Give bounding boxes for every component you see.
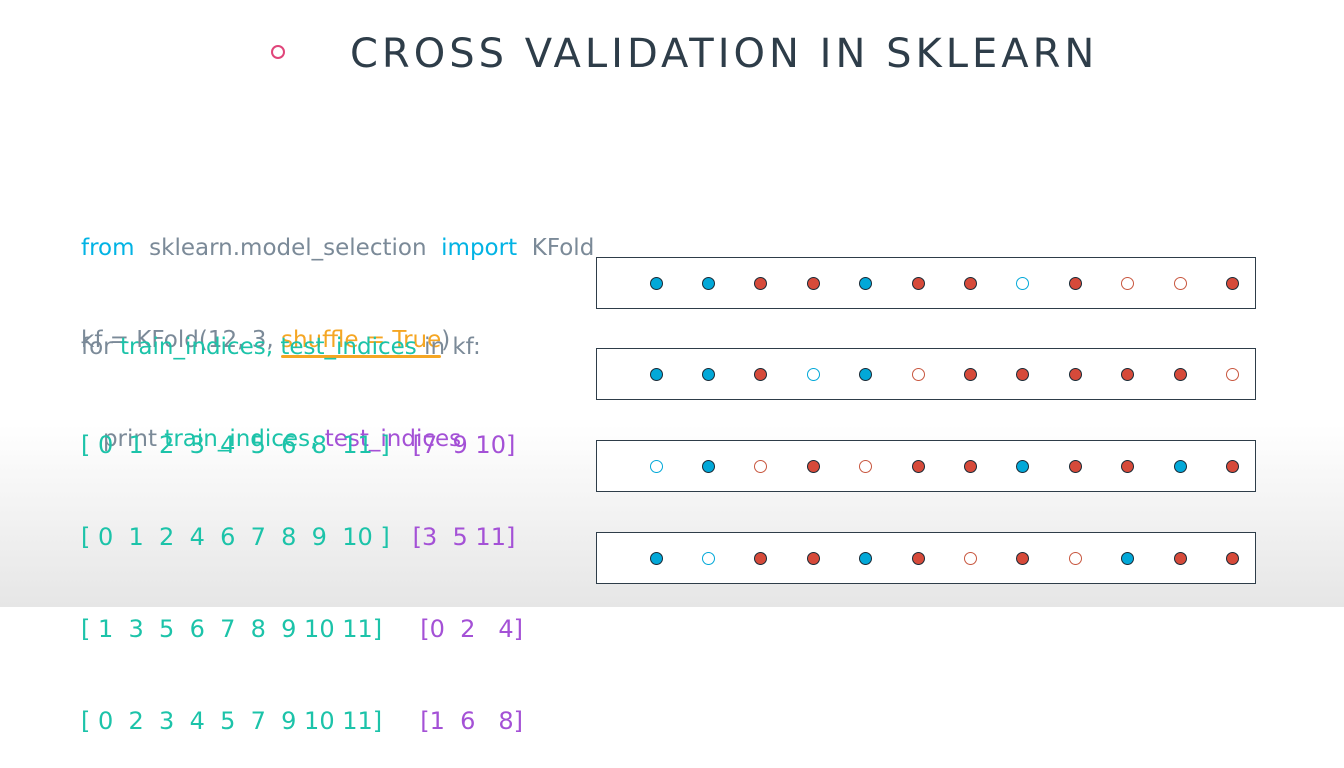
train-point [911,460,925,473]
fold-row [596,440,1256,492]
output-line: [ 1 3 5 6 7 8 9 10 11] [0 2 4] [81,614,523,646]
output-test-indices: [1 6 8] [420,707,523,735]
train-point [701,277,715,290]
test-point [1016,277,1030,290]
code-block-output: [ 0 1 2 3 4 5 6 8 11 ] [7 9 10] [ 0 1 2 … [81,370,523,768]
code-for-train: train_indices, [119,334,274,360]
train-point [701,460,715,473]
test-point [1173,277,1187,290]
train-point [1016,368,1030,381]
train-point [1016,460,1030,473]
code-import-name: KFold [531,235,595,261]
output-train-indices: [ 0 1 2 4 6 7 8 9 10 ] [81,523,390,551]
fold-row [596,257,1256,309]
title-bullet-icon [271,45,285,59]
train-point [859,368,873,381]
train-point [963,368,977,381]
code-for-keyword: for [81,334,113,360]
output-test-indices: [0 2 4] [420,615,523,643]
test-point [859,460,873,473]
test-point [1068,552,1082,565]
code-line-for: for train_indices, test_indices in kf: [81,332,481,364]
output-line: [ 0 2 3 4 5 7 9 10 11] [1 6 8] [81,706,523,738]
train-point [1068,277,1082,290]
code-for-test: test_indices [280,334,417,360]
test-point [963,552,977,565]
test-point [1225,368,1239,381]
code-print-keyword: print [102,426,157,452]
output-test-indices: [3 5 11] [412,523,516,551]
train-point [1068,460,1082,473]
train-point [1225,277,1239,290]
train-point [754,368,768,381]
code-shuffle-arg: shuffle = True [280,327,442,358]
output-test-indices: [7 9 10] [412,431,516,459]
test-point [649,460,663,473]
train-point [806,460,820,473]
test-point [754,460,768,473]
output-train-indices: [ 0 1 2 3 4 5 6 8 11 ] [81,431,390,459]
page-title: CROSS VALIDATION IN SKLEARN [350,31,1099,77]
train-point [859,552,873,565]
train-point [754,277,768,290]
code-print-train: train_indices, [164,426,318,452]
test-point [701,552,715,565]
train-point [806,277,820,290]
output-line: [ 0 1 2 3 4 5 6 8 11 ] [7 9 10] [81,430,523,462]
train-point [1121,552,1135,565]
train-point [1173,552,1187,565]
output-train-indices: [ 0 2 3 4 5 7 9 10 11] [81,707,383,735]
train-point [701,368,715,381]
train-point [911,552,925,565]
code-import-keyword: import [441,235,518,261]
code-block-setup: from sklearn.model_selection import KFol… [81,173,594,387]
output-line: [ 0 1 2 4 6 7 8 9 10 ] [3 5 11] [81,522,523,554]
code-line-kfold: kf = KFold(12, 3, shuffle = True) [81,325,594,358]
code-for-in: in kf: [424,334,481,360]
train-point [1173,368,1187,381]
train-point [1121,368,1135,381]
code-print-test: test_indices [324,426,462,452]
code-from-keyword: from [81,235,135,261]
train-point [859,277,873,290]
train-point [649,552,663,565]
code-kf-prefix: kf = KFold(12, 3, [81,327,281,353]
train-point [649,368,663,381]
code-kf-suffix: ) [441,327,451,353]
train-point [1173,460,1187,473]
fold-row [596,348,1256,400]
train-point [963,460,977,473]
fold-row [596,532,1256,584]
train-point [1016,552,1030,565]
code-line-import: from sklearn.model_selection import KFol… [81,233,594,265]
train-point [754,552,768,565]
code-shuffle-text: shuffle = True [280,327,442,353]
train-point [1225,460,1239,473]
train-point [1225,552,1239,565]
code-line-print: print train_indices, test_indices [81,424,481,456]
train-point [649,277,663,290]
output-train-indices: [ 1 3 5 6 7 8 9 10 11] [81,615,383,643]
train-point [911,277,925,290]
train-point [1121,460,1135,473]
code-module-name: sklearn.model_selection [149,235,427,261]
test-point [806,368,820,381]
test-point [1121,277,1135,290]
train-point [1068,368,1082,381]
shuffle-underline [280,355,442,358]
train-point [963,277,977,290]
train-point [806,552,820,565]
test-point [911,368,925,381]
code-block-loop: for train_indices, test_indices in kf: p… [81,272,481,486]
